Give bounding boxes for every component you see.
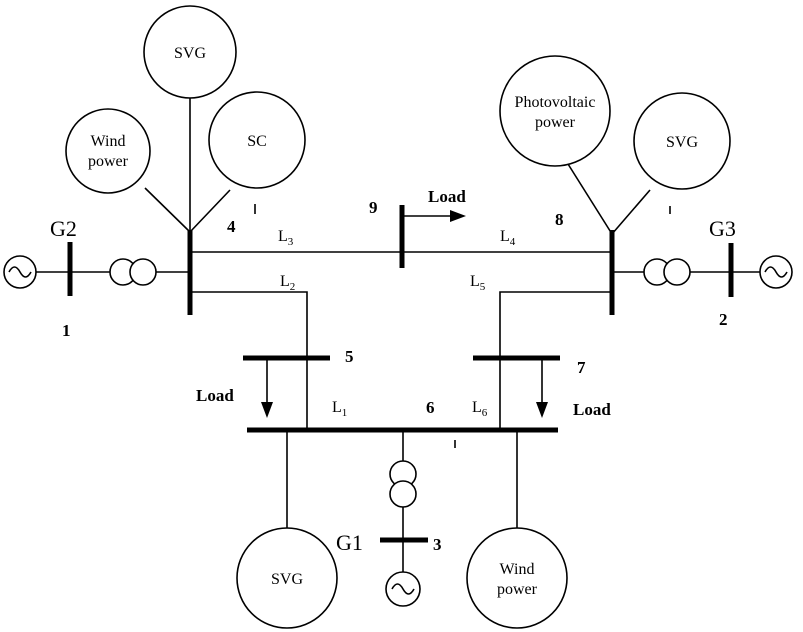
bus-number-9: 9 [369, 198, 378, 217]
transformer-g1-icon [389, 460, 417, 508]
bus-number-3: 3 [433, 535, 442, 554]
line-label-l3: L3 [278, 228, 294, 248]
svg-right-label: SVG [666, 134, 698, 151]
line-label-l6-base: L [472, 399, 482, 416]
line-label-l6-sub: 6 [482, 407, 488, 419]
load5-arrowhead [261, 402, 273, 418]
load9-arrowhead [450, 210, 466, 222]
svg-bottom-node [236, 527, 338, 629]
line-label-l3-base: L [278, 228, 288, 245]
generator-g3-label: G3 [709, 216, 736, 241]
bus-number-6: 6 [426, 398, 435, 417]
line-label-l6: L6 [472, 399, 488, 419]
pv-node [499, 55, 611, 167]
line-label-l4: L4 [500, 228, 516, 248]
line-label-l4-sub: 4 [510, 236, 516, 248]
svg-top-label: SVG [174, 45, 206, 62]
wind-bottom-node [466, 527, 568, 629]
line-label-l5: L5 [470, 273, 486, 293]
load-label-bus5: Load [196, 386, 234, 405]
sc-node [208, 91, 306, 189]
svg-top-node [143, 5, 237, 99]
bus-number-8: 8 [555, 210, 564, 229]
pv-label-line2: power [535, 114, 576, 131]
wind-bottom-label-line1: Wind [500, 561, 535, 578]
line-l5 [499, 291, 612, 430]
transformer-g2-icon [109, 258, 157, 286]
load-label-bus7: Load [573, 400, 611, 419]
wire-bus8-pv [567, 163, 613, 235]
svg-bottom-label: SVG [271, 571, 303, 588]
bus-number-2: 2 [719, 310, 728, 329]
wind-left-label-line2: power [88, 153, 129, 170]
generator-g1-label: G1 [336, 530, 363, 555]
line-label-l5-sub: 5 [480, 281, 486, 293]
transformer-g3-icon [643, 258, 691, 286]
ac-source-g1-icon [385, 571, 421, 607]
line-label-l1-base: L [332, 399, 342, 416]
wind-left-node [65, 108, 151, 194]
ac-source-g3-icon [759, 255, 793, 289]
wire-bus4-sc [189, 189, 231, 233]
load-label-bus9: Load [428, 187, 466, 206]
line-label-l2: L2 [280, 273, 295, 293]
ac-source-g2-icon [3, 255, 37, 289]
line-label-l5-base: L [470, 273, 480, 290]
bus-number-1: 1 [62, 321, 71, 340]
line-label-l2-sub: 2 [290, 281, 296, 293]
wire-bus8-svg [611, 189, 651, 235]
bus-number-7: 7 [577, 358, 586, 377]
bus-number-5: 5 [345, 347, 354, 366]
wire-bus4-wind [144, 187, 191, 233]
load7-arrowhead [536, 402, 548, 418]
wind-left-label-line1: Wind [91, 133, 126, 150]
line-label-l3-sub: 3 [288, 236, 294, 248]
generator-g2-label: G2 [50, 216, 77, 241]
wind-bottom-label-line2: power [497, 581, 538, 598]
line-label-l1: L1 [332, 399, 347, 419]
pv-label-line1: Photovoltaic [515, 94, 596, 111]
line-label-l4-base: L [500, 228, 510, 245]
line-label-l2-base: L [280, 273, 290, 290]
svg-right-node [633, 92, 731, 190]
line-l2 [190, 291, 308, 430]
line-label-l1-sub: 1 [342, 407, 348, 419]
bus-number-4: 4 [227, 217, 236, 236]
sc-label: SC [247, 133, 267, 150]
